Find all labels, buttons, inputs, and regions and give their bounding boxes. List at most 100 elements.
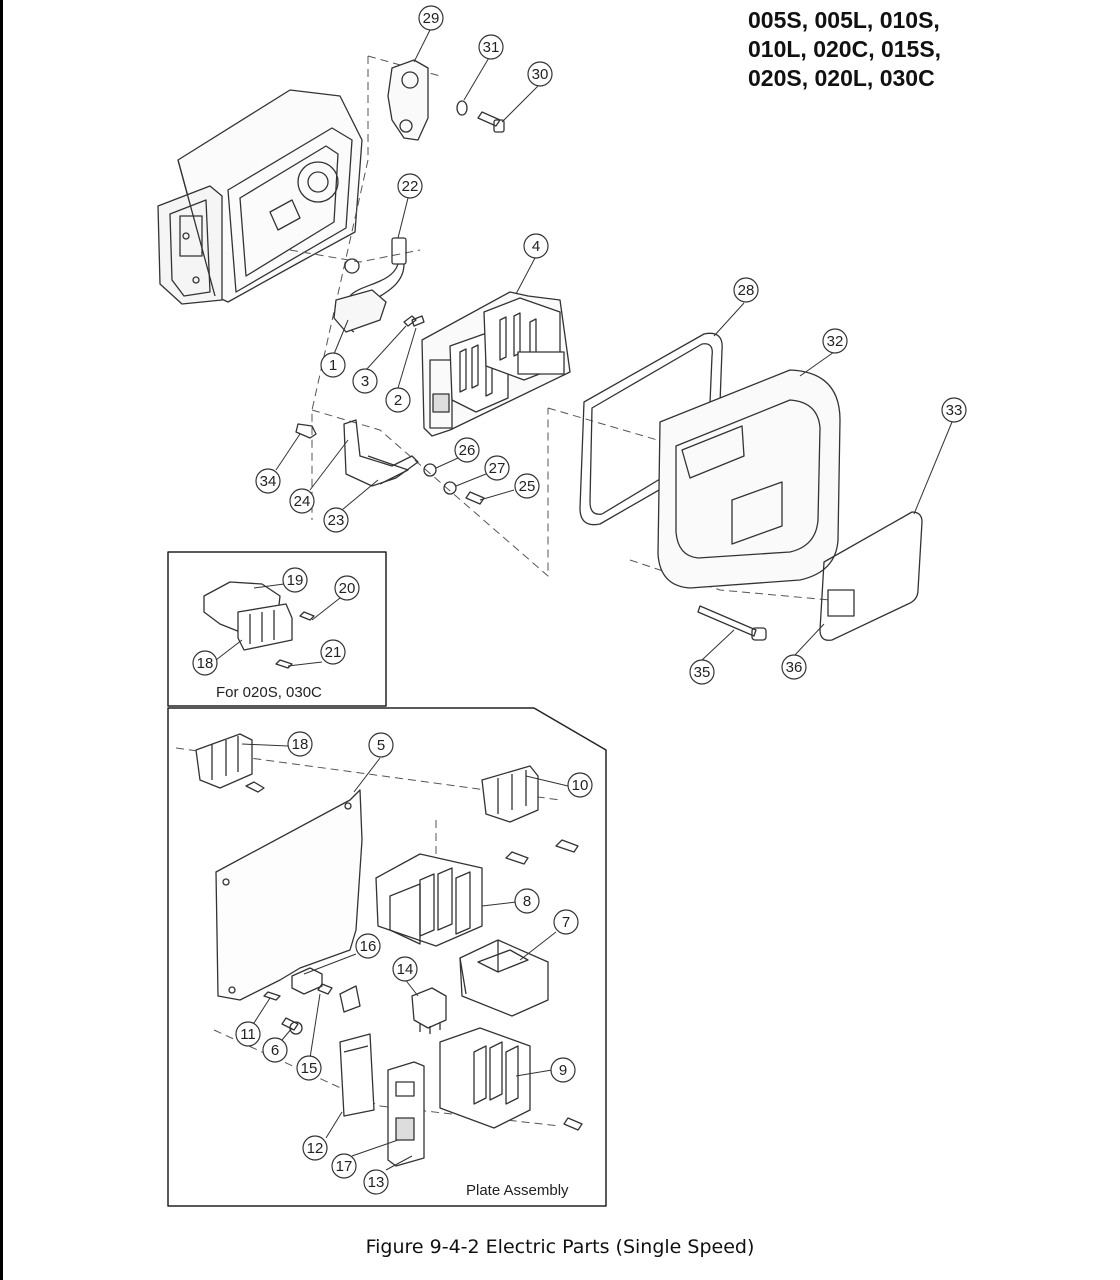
part-8-contactor xyxy=(375,853,483,947)
svg-text:16: 16 xyxy=(360,938,377,955)
svg-text:10: 10 xyxy=(572,777,589,794)
svg-text:19: 19 xyxy=(287,572,304,589)
part-35-bolt xyxy=(697,605,767,641)
part-3-screw xyxy=(403,315,417,327)
inset-box-plate-assembly xyxy=(167,707,607,1207)
callout-25: 25 xyxy=(514,473,540,499)
svg-text:21: 21 xyxy=(325,644,342,661)
callout-4: 4 xyxy=(523,233,549,259)
callout-6: 6 xyxy=(262,1037,288,1063)
callout-31: 31 xyxy=(478,34,504,60)
svg-text:36: 36 xyxy=(786,659,803,676)
part-1-cable-assembly xyxy=(333,237,407,333)
callout-35: 35 xyxy=(689,659,715,685)
svg-text:17: 17 xyxy=(336,1158,353,1175)
callout-36: 36 xyxy=(781,654,807,680)
svg-text:1: 1 xyxy=(329,357,337,374)
svg-text:25: 25 xyxy=(519,478,536,495)
part-33-name-plate xyxy=(819,511,923,641)
svg-text:27: 27 xyxy=(489,460,506,477)
svg-text:18: 18 xyxy=(197,655,214,672)
part-10-terminal-block xyxy=(481,765,579,865)
controller-housing xyxy=(157,89,363,305)
callout-34: 34 xyxy=(255,468,281,494)
callout-21: 21 xyxy=(320,639,346,665)
callout-32: 32 xyxy=(822,328,848,354)
part-21-screw xyxy=(275,659,293,669)
svg-text:33: 33 xyxy=(946,402,963,419)
part-18-terminal-block xyxy=(195,733,265,793)
callout-26: 26 xyxy=(454,437,480,463)
part-15-fuse xyxy=(317,983,333,995)
callout-8: 8 xyxy=(514,888,540,914)
svg-text:23: 23 xyxy=(328,512,345,529)
callout-9: 9 xyxy=(550,1057,576,1083)
part-13-cover xyxy=(387,1061,425,1167)
part-6-screw xyxy=(281,1017,303,1035)
callout-16: 16 xyxy=(355,933,381,959)
svg-text:12: 12 xyxy=(307,1140,324,1157)
svg-text:28: 28 xyxy=(738,282,755,299)
callout-28: 28 xyxy=(733,277,759,303)
part-2-washer xyxy=(411,315,425,327)
callout-17: 17 xyxy=(331,1153,357,1179)
svg-text:2: 2 xyxy=(394,392,402,409)
part-11-screw xyxy=(263,991,281,1001)
part-20-screw xyxy=(299,611,315,621)
svg-text:26: 26 xyxy=(459,442,476,459)
part-22-screw xyxy=(344,258,360,274)
callout-29: 29 xyxy=(418,5,444,31)
callout-7: 7 xyxy=(553,909,579,935)
svg-text:35: 35 xyxy=(694,664,711,681)
part-18-terminal-block-inset xyxy=(237,603,293,651)
callout-12: 12 xyxy=(302,1135,328,1161)
part-32-cover xyxy=(657,369,841,589)
part-16-fuse-holder xyxy=(291,967,361,1013)
part-24-clamp xyxy=(343,419,419,487)
part-30-screw xyxy=(477,111,505,133)
callout-10: 10 xyxy=(567,772,593,798)
svg-text:13: 13 xyxy=(368,1174,385,1191)
callout-13: 13 xyxy=(363,1169,389,1195)
svg-text:5: 5 xyxy=(377,737,385,754)
callout-15: 15 xyxy=(296,1055,322,1081)
svg-text:22: 22 xyxy=(402,178,419,195)
svg-text:14: 14 xyxy=(397,961,414,978)
callout-23: 23 xyxy=(323,507,349,533)
part-12-cover xyxy=(339,1033,375,1117)
model-line: 010L, 020C, 015S, xyxy=(748,36,942,62)
svg-text:11: 11 xyxy=(240,1026,256,1043)
callout-3: 3 xyxy=(352,368,378,394)
part-17-label xyxy=(395,1117,415,1141)
callout-24: 24 xyxy=(289,488,315,514)
svg-text:34: 34 xyxy=(260,473,277,490)
callout-22: 22 xyxy=(397,173,423,199)
callout-leaders xyxy=(215,29,953,1171)
part-25-screw xyxy=(465,491,485,505)
callout-5: 5 xyxy=(368,732,394,758)
figure-caption: Figure 9-4-2 Electric Parts (Single Spee… xyxy=(365,1236,755,1258)
svg-text:4: 4 xyxy=(532,238,540,255)
part-5-mounting-plate xyxy=(215,789,363,1001)
inset-box-020s-030c xyxy=(167,551,387,707)
callout-2: 2 xyxy=(385,387,411,413)
svg-text:20: 20 xyxy=(339,580,356,597)
svg-text:9: 9 xyxy=(559,1062,567,1079)
svg-text:6: 6 xyxy=(271,1042,279,1059)
callout-18-inset: 18 xyxy=(192,650,218,676)
svg-text:29: 29 xyxy=(423,10,440,27)
part-34-screw xyxy=(295,423,317,439)
svg-text:3: 3 xyxy=(361,373,369,390)
svg-text:18: 18 xyxy=(292,736,309,753)
part-29-bracket xyxy=(387,59,429,141)
part-9-contactor xyxy=(439,1027,583,1131)
svg-text:32: 32 xyxy=(827,333,844,350)
callout-1: 1 xyxy=(320,352,346,378)
svg-text:8: 8 xyxy=(523,893,531,910)
callout-33: 33 xyxy=(941,397,967,423)
callout-11: 11 xyxy=(235,1021,261,1047)
svg-text:15: 15 xyxy=(301,1060,318,1077)
svg-text:30: 30 xyxy=(532,66,549,83)
part-14-relay xyxy=(411,987,447,1034)
